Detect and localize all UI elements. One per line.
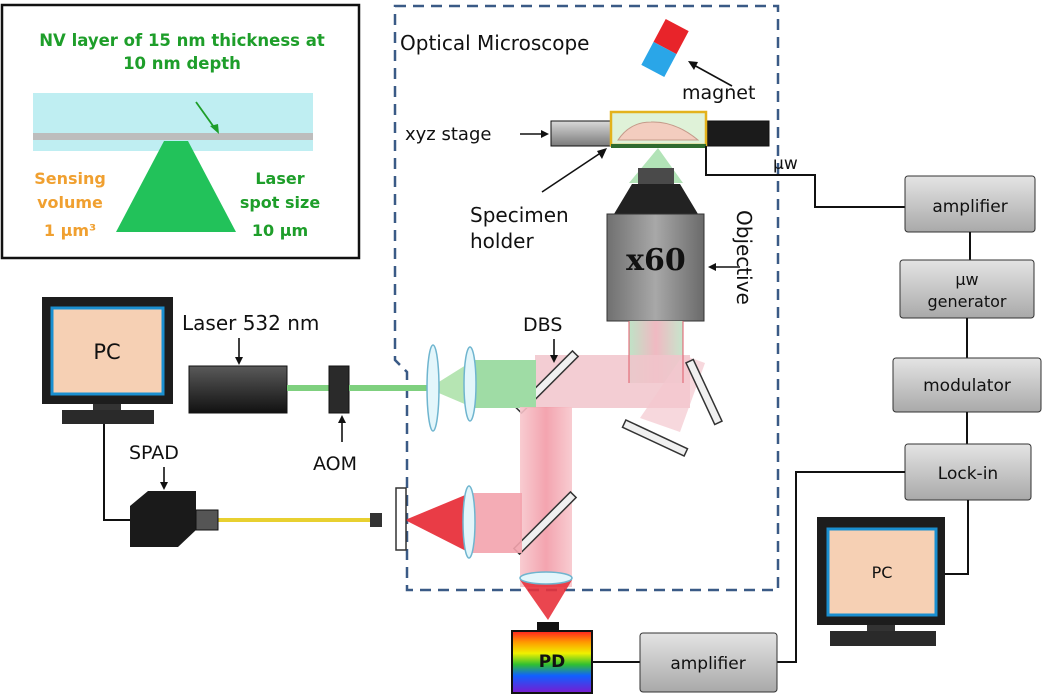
inset-title-line2: 10 nm depth [123, 54, 241, 73]
lens-3 [462, 485, 476, 559]
green-beam-1 [287, 385, 330, 391]
sensing-volume-value: 1 μm³ [44, 221, 96, 240]
specimen-holder-label-line1: Specimen [470, 203, 569, 227]
objective-magnification: x60 [626, 243, 686, 278]
pc-spad-cable [103, 424, 130, 521]
laser-spot-value: 10 μm [252, 221, 308, 240]
laser-label: Laser 532 nm [182, 311, 319, 335]
fluorescence-beam-vertical [520, 407, 572, 587]
aom-pointer-arrowhead [338, 415, 346, 423]
mw-generator-label-line2: generator [927, 292, 1006, 311]
lens-4 [519, 571, 573, 585]
photodiode [511, 630, 593, 694]
pc-left-label: PC [93, 340, 120, 364]
aom [328, 365, 350, 414]
laser-spot-line1: Laser [255, 169, 304, 188]
xyz-stage-left [550, 120, 612, 147]
laser-pointer-arrowhead [235, 357, 243, 365]
fiber-coupler [370, 513, 382, 527]
green-beam-expanded [474, 360, 536, 408]
pc-right [817, 517, 945, 646]
specimen-holder-pointer-arrowhead [597, 148, 607, 159]
objective-pointer-arrowhead [708, 263, 716, 271]
mw-label: μw [773, 154, 798, 174]
mirror-right [685, 358, 723, 426]
mw-generator-label-line1: μw [955, 270, 978, 289]
sensing-volume-line1: Sensing [34, 169, 106, 188]
optical-microscope-label: Optical Microscope [400, 31, 589, 55]
optical-microscope-frame [393, 4, 780, 592]
green-beam-2 [349, 385, 431, 391]
amplifier-bottom-box [639, 632, 778, 693]
amplifier-top-label: amplifier [932, 197, 1007, 217]
magnet-pointer-arrowhead [688, 61, 698, 70]
spad-detector [130, 491, 219, 547]
red-focus-cone [405, 493, 470, 553]
red-beam-to-pd [520, 580, 572, 620]
nv-layer [33, 133, 313, 140]
amp-lockin-cable [777, 471, 905, 663]
pinhole [395, 487, 407, 551]
lens-1 [426, 344, 440, 432]
amplifier-bottom-label: amplifier [670, 654, 745, 674]
aom-label: AOM [313, 453, 357, 475]
xyz-stage-label: xyz stage [405, 124, 491, 145]
magnet [641, 18, 689, 78]
coverslip [611, 144, 706, 148]
spad-label: SPAD [129, 442, 179, 464]
dbs-label: DBS [523, 314, 562, 336]
spad-pointer-arrowhead [160, 482, 168, 490]
xyz-stage-right [705, 120, 770, 147]
laser-spot-cone [116, 141, 236, 232]
specimen-holder-pointer [541, 151, 603, 193]
magnet-label: magnet [682, 82, 755, 104]
beam-mirror-reflection [640, 355, 705, 432]
modulator-label: modulator [923, 376, 1011, 396]
mw-cable [705, 146, 905, 208]
mirror-lower [621, 419, 689, 457]
objective-lens [606, 168, 705, 322]
pc-right-label: PC [872, 563, 893, 582]
red-beam-horizontal [470, 493, 522, 553]
objective-label: Objective [732, 210, 756, 305]
magnet-pointer [691, 63, 733, 87]
nv-layer-pointer-arrowhead [210, 124, 219, 134]
lens-2 [463, 346, 477, 422]
laser-spot-line2: spot size [240, 193, 321, 212]
inset-title-line1: NV layer of 15 nm thickness at [39, 31, 325, 50]
sensing-volume-line2: volume [37, 193, 103, 212]
pd-cap [537, 622, 559, 632]
lockin-label: Lock-in [938, 464, 998, 484]
xyz-stage-pointer-arrowhead [541, 130, 549, 138]
lockin-pc-cable [945, 500, 969, 575]
nv-layer-inset: NV layer of 15 nm thickness at 10 nm dep… [0, 3, 361, 260]
specimen [617, 121, 700, 141]
laser-source [188, 365, 288, 414]
pd-label: PD [539, 652, 566, 672]
specimen-holder-label-line2: holder [470, 229, 534, 253]
dbs-pointer-arrowhead [550, 355, 558, 363]
pc-left [42, 297, 173, 424]
beam-dbs-to-mirror [535, 355, 690, 408]
